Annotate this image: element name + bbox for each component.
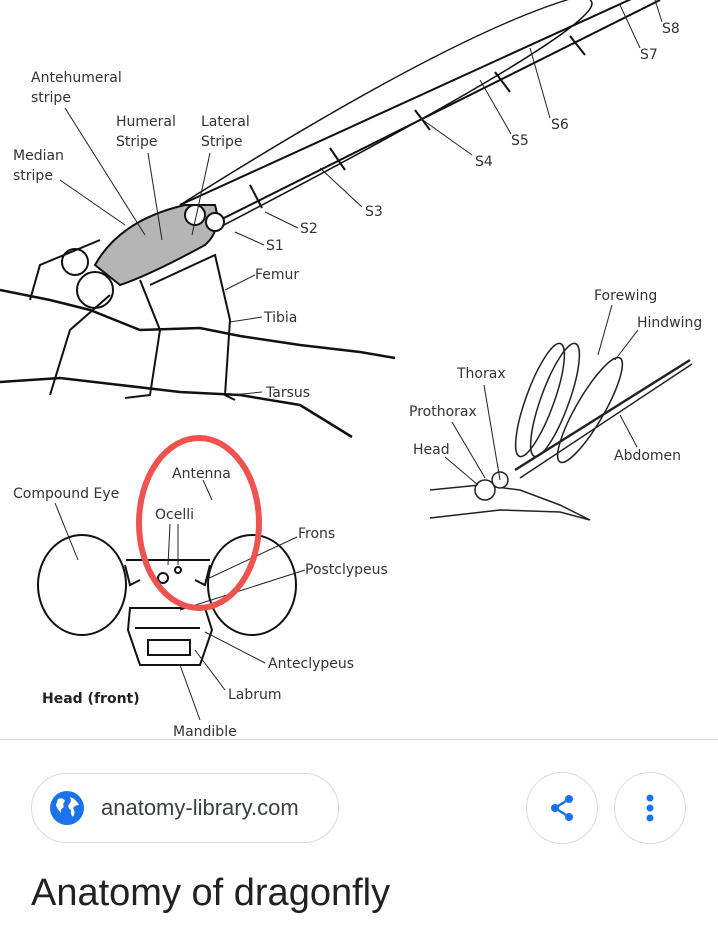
- more-vert-icon: [646, 794, 654, 822]
- label-antehumeral: Antehumeral: [31, 70, 122, 86]
- share-icon: [551, 795, 573, 821]
- label-ocelli: Ocelli: [155, 507, 194, 523]
- label-prothorax: Prothorax: [409, 404, 477, 420]
- source-chip[interactable]: anatomy-library.com: [31, 773, 339, 843]
- label-hindwing: Hindwing: [637, 315, 702, 331]
- label-s2: S2: [300, 221, 318, 237]
- label-s7: S7: [640, 47, 658, 63]
- source-domain: anatomy-library.com: [101, 795, 299, 820]
- label-anteclypeus: Anteclypeus: [268, 656, 354, 672]
- label-humeral-2: Stripe: [116, 134, 158, 150]
- globe-icon: [50, 791, 84, 825]
- label-s8: S8: [662, 21, 680, 37]
- label-mandible: Mandible: [173, 724, 237, 740]
- label-tibia: Tibia: [263, 310, 297, 326]
- label-lateral: Lateral: [201, 114, 250, 130]
- label-tarsus: Tarsus: [265, 385, 310, 401]
- side-view-drawing: [429, 342, 693, 521]
- diagram-svg: Antehumeral stripe Humeral Stripe Latera…: [0, 0, 702, 740]
- label-humeral: Humeral: [116, 114, 176, 130]
- dragonfly-diagram[interactable]: Antehumeral stripe Humeral Stripe Latera…: [0, 0, 718, 740]
- dragonfly-body-drawing: [0, 0, 661, 439]
- more-options-button[interactable]: [614, 772, 686, 844]
- label-median-2: stripe: [13, 168, 53, 184]
- label-forewing: Forewing: [594, 288, 657, 304]
- label-labrum: Labrum: [228, 687, 282, 703]
- label-compound-eye: Compound Eye: [13, 486, 119, 502]
- label-frons: Frons: [298, 526, 335, 542]
- label-lateral-2: Stripe: [201, 134, 243, 150]
- share-button[interactable]: [526, 772, 598, 844]
- label-antehumeral-2: stripe: [31, 90, 71, 106]
- leader-lines: [54, 0, 663, 721]
- label-s5: S5: [511, 133, 529, 149]
- label-thorax: Thorax: [456, 366, 506, 382]
- label-head: Head: [413, 442, 450, 458]
- label-femur: Femur: [255, 267, 299, 283]
- label-s1: S1: [266, 238, 284, 254]
- highlight-circle: [136, 435, 262, 611]
- result-title: Anatomy of dragonfly: [31, 872, 391, 914]
- label-s3: S3: [365, 204, 383, 220]
- label-antenna: Antenna: [172, 466, 231, 482]
- divider: [0, 739, 718, 740]
- label-postclypeus: Postclypeus: [305, 562, 388, 578]
- label-s6: S6: [551, 117, 569, 133]
- head-front-drawing: [37, 534, 297, 666]
- label-head-front: Head (front): [42, 691, 140, 707]
- label-s4: S4: [475, 154, 493, 170]
- label-median: Median: [13, 148, 64, 164]
- label-abdomen: Abdomen: [614, 448, 681, 464]
